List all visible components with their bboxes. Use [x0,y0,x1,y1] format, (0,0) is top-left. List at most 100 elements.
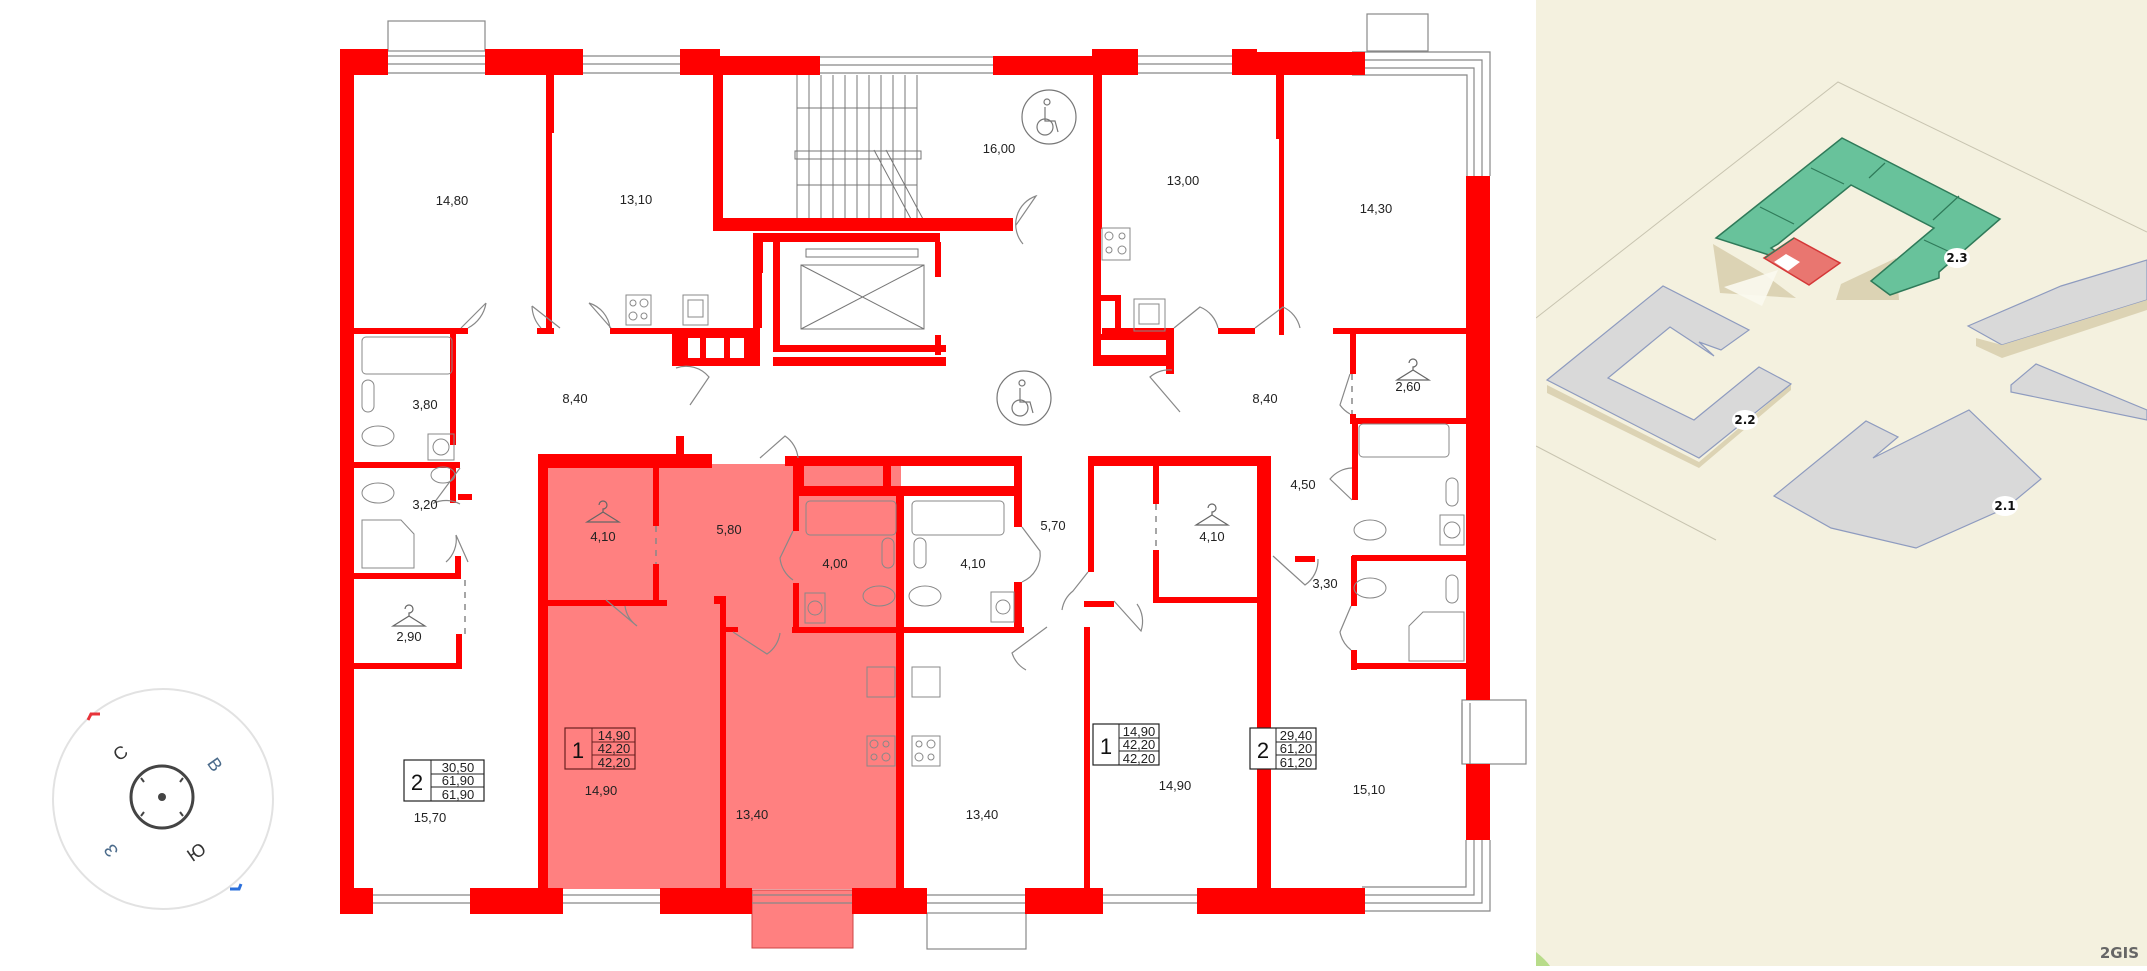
room-count: 2 [411,770,423,795]
north-marker-icon [86,712,100,721]
total-area-2: 61,90 [442,787,475,802]
living-area: 29,40 [1280,728,1313,743]
sink-icon [430,466,456,484]
building-label: 2.2 [1734,413,1755,427]
washer-icon [990,591,1015,623]
room-area: 3,80 [412,397,437,412]
bathtub-icon [361,336,453,375]
hanger-icon [1193,503,1231,526]
room-area: 3,20 [412,497,437,512]
compass-dial-icon [129,764,195,830]
total-area: 42,20 [598,741,631,756]
building-label: 2.3 [1946,251,1967,265]
room-area: 4,10 [590,529,615,544]
sink-icon [881,537,895,569]
room-area: 15,10 [1353,782,1386,797]
room-area: 2,60 [1395,379,1420,394]
hanger-icon [390,604,428,627]
room-area: 14,80 [436,193,469,208]
window-outlines [373,13,1527,950]
living-area: 14,90 [598,728,631,743]
room-area: 13,40 [736,807,769,822]
toilet-icon [361,482,395,504]
open-partitions [464,374,1353,634]
washer-icon [1439,514,1465,546]
room-count: 1 [1100,734,1112,759]
bathtub-icon [1358,423,1450,458]
apartment-info-box[interactable]: 1 14,90 42,20 42,20 [1092,723,1160,766]
site-map[interactable]: 2.3 2.2 2.1 [1535,0,2147,966]
building-2-2[interactable]: 2.2 [1545,285,1793,468]
stove-icon [911,735,941,767]
apartment-info-box[interactable]: 2 29,40 61,20 61,20 [1249,727,1317,770]
fixtures [361,227,1465,767]
room-area: 13,10 [620,192,653,207]
room-area: 14,90 [585,783,618,798]
washer-icon [427,433,455,461]
room-area: 13,00 [1167,173,1200,188]
shower-icon [1408,611,1465,662]
toilet-icon [862,585,896,607]
room-count: 2 [1257,738,1269,763]
hanger-icon [584,500,622,523]
wheelchair-icon [996,370,1052,426]
view-cone-icon [1724,270,1778,306]
room-area: 4,10 [1199,529,1224,544]
living-area: 14,90 [1123,724,1156,739]
building-label: 2.1 [1994,499,2015,513]
kitchen-sink-icon [911,666,941,698]
kitchen-sink-icon [682,294,709,326]
compass-widget[interactable]: С В З Ю [50,686,280,916]
kitchen-sink-icon [1133,298,1166,332]
bathtub-icon [805,500,897,536]
room-area: 2,90 [396,629,421,644]
south-marker-icon [230,883,243,891]
wheelchair-icon [1021,89,1077,145]
camera-position-icon [1774,254,1800,271]
apartment-info-box-selected[interactable]: 1 14,90 42,20 42,20 [564,727,636,770]
apartment-info-box[interactable]: 2 30,50 61,90 61,90 [403,759,485,802]
living-area: 30,50 [442,760,475,775]
total-area: 61,90 [442,773,475,788]
hanger-icon [1394,358,1432,381]
building-partial[interactable] [1966,259,2147,421]
room-area: 8,40 [562,391,587,406]
room-area: 14,90 [1159,778,1192,793]
total-area-2: 42,20 [598,755,631,770]
room-area: 16,00 [983,141,1016,156]
room-area: 14,30 [1360,201,1393,216]
toilet-icon [1353,519,1387,541]
room-area: 5,80 [716,522,741,537]
doors [432,194,1353,671]
kitchen-sink-icon [866,666,896,698]
room-area: 13,40 [966,807,999,822]
floor-plan-panel: 14,80 13,10 16,00 13,00 14,30 3,80 8,40 … [50,13,1527,950]
total-area: 61,20 [1280,741,1313,756]
walls [340,49,1490,914]
compass-center-icon [158,793,166,801]
sink-icon [361,379,375,413]
toilet-icon [1353,577,1387,599]
room-area: 4,10 [960,556,985,571]
attribution-logo: 2GIS [2099,944,2139,962]
elevator [800,248,925,330]
total-area: 42,20 [1123,737,1156,752]
toilet-icon [908,585,942,607]
building-2-3[interactable]: 2.3 [1713,137,2002,306]
stove-icon [866,735,896,767]
toilet-icon [361,425,395,447]
shower-icon [361,519,415,569]
sink-icon [1445,477,1459,507]
site-map-panel[interactable]: 2.3 2.2 2.1 2GIS [1535,0,2147,966]
stove-icon [1101,227,1131,261]
room-area: 4,00 [822,556,847,571]
building-2-1[interactable]: 2.1 [1772,409,2042,549]
total-area-2: 61,20 [1280,755,1313,770]
room-area: 5,70 [1040,518,1065,533]
room-labels: 14,80 13,10 16,00 13,00 14,30 3,80 8,40 … [396,141,1420,825]
sink-icon [1445,574,1459,604]
room-count: 1 [572,738,584,763]
bathtub-icon [911,500,1005,536]
room-area: 8,40 [1252,391,1277,406]
room-area: 15,70 [414,810,447,825]
